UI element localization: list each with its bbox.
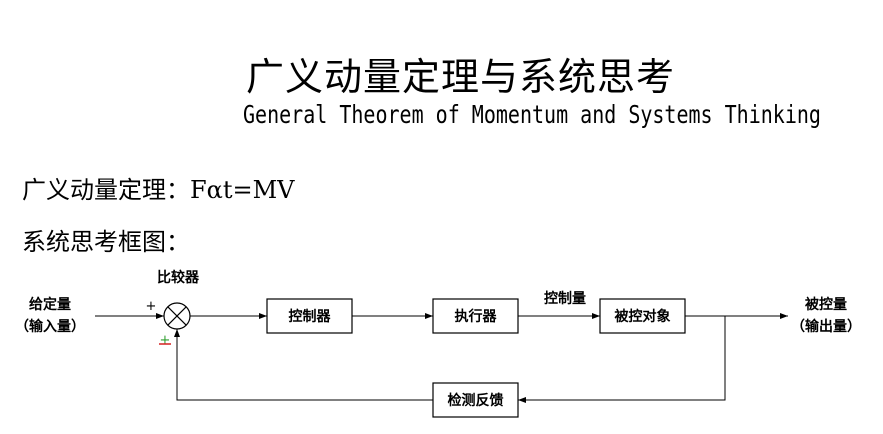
actuator-block: 执行器 <box>432 298 519 334</box>
formula-line: 广义动量定理：Fαt=MV <box>22 176 295 204</box>
feedback-label: 检测反馈 <box>448 392 504 409</box>
input-label-line1: 给定量 <box>29 296 71 313</box>
input-label-line2: （输入量） <box>15 318 85 335</box>
edge-output-feedback <box>518 316 726 403</box>
actuator-label: 执行器 <box>455 308 498 325</box>
comparator-node <box>163 302 191 330</box>
output-label-line2: （输出量） <box>791 318 861 335</box>
plus-sign: + <box>146 299 157 314</box>
plant-block: 被控对象 <box>599 298 686 334</box>
feedback-block: 检测反馈 <box>432 382 519 418</box>
edge-feedback-comparator <box>174 329 433 401</box>
control-variable-label: 控制量 <box>544 290 586 307</box>
minus-sign: + <box>160 333 171 348</box>
controller-label: 控制器 <box>289 308 332 325</box>
comparator-label: 比较器 <box>157 269 200 286</box>
output-label-line1: 被控量 <box>805 296 847 313</box>
page-subtitle: General Theorem of Momentum and Systems … <box>243 100 821 129</box>
plant-label: 被控对象 <box>615 308 671 325</box>
diagram-caption: 系统思考框图： <box>22 228 190 256</box>
controller-block: 控制器 <box>266 298 353 334</box>
page-title: 广义动量定理与系统思考 <box>246 55 676 99</box>
